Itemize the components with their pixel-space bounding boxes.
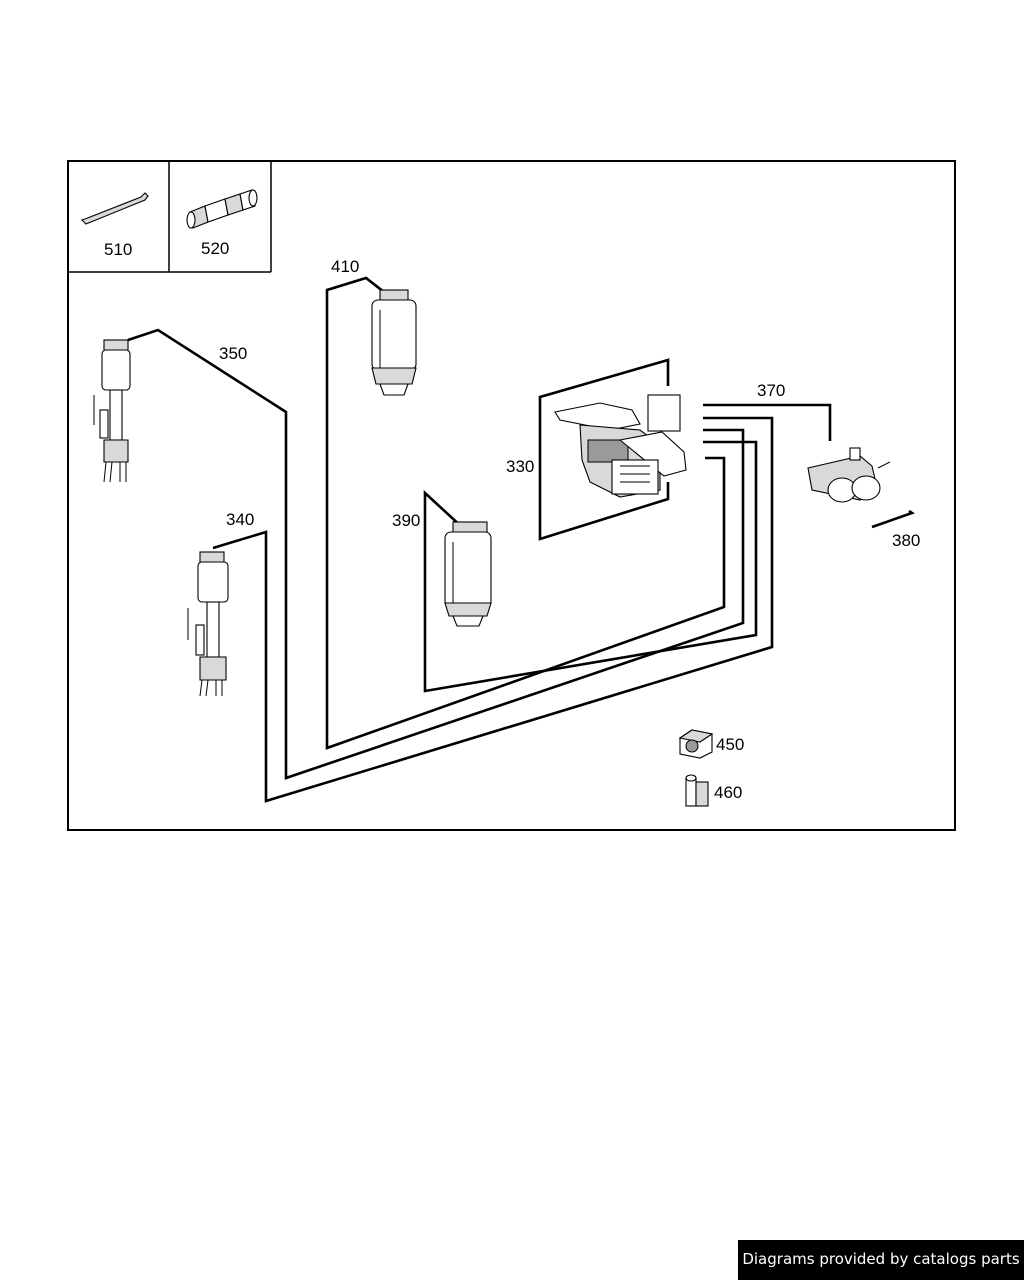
part-390-air-spring[interactable] [444, 521, 492, 627]
part-370-reservoir[interactable] [807, 447, 891, 503]
label-460[interactable]: 460 [714, 783, 742, 802]
inset-boxes [68, 161, 272, 273]
label-520[interactable]: 520 [201, 239, 229, 258]
part-340-strut[interactable] [187, 551, 229, 697]
pipe-lines [127, 276, 915, 803]
label-380[interactable]: 380 [892, 531, 920, 550]
part-410-air-spring[interactable] [371, 289, 417, 396]
label-510[interactable]: 510 [104, 240, 132, 259]
diagram-frame [67, 160, 956, 831]
part-520-connector[interactable] [186, 189, 258, 229]
label-370[interactable]: 370 [757, 381, 785, 400]
label-450[interactable]: 450 [716, 735, 744, 754]
part-350-strut[interactable] [93, 339, 131, 483]
label-410[interactable]: 410 [331, 257, 359, 276]
label-340[interactable]: 340 [226, 510, 254, 529]
part-460-sleeve[interactable] [685, 774, 709, 807]
label-330[interactable]: 330 [506, 457, 534, 476]
label-390[interactable]: 390 [392, 511, 420, 530]
part-330-compressor[interactable] [554, 394, 687, 498]
part-450-clip[interactable] [678, 729, 714, 759]
credit-banner: Diagrams provided by catalogs parts [738, 1240, 1024, 1280]
label-350[interactable]: 350 [219, 344, 247, 363]
part-510-pin[interactable] [80, 192, 149, 225]
